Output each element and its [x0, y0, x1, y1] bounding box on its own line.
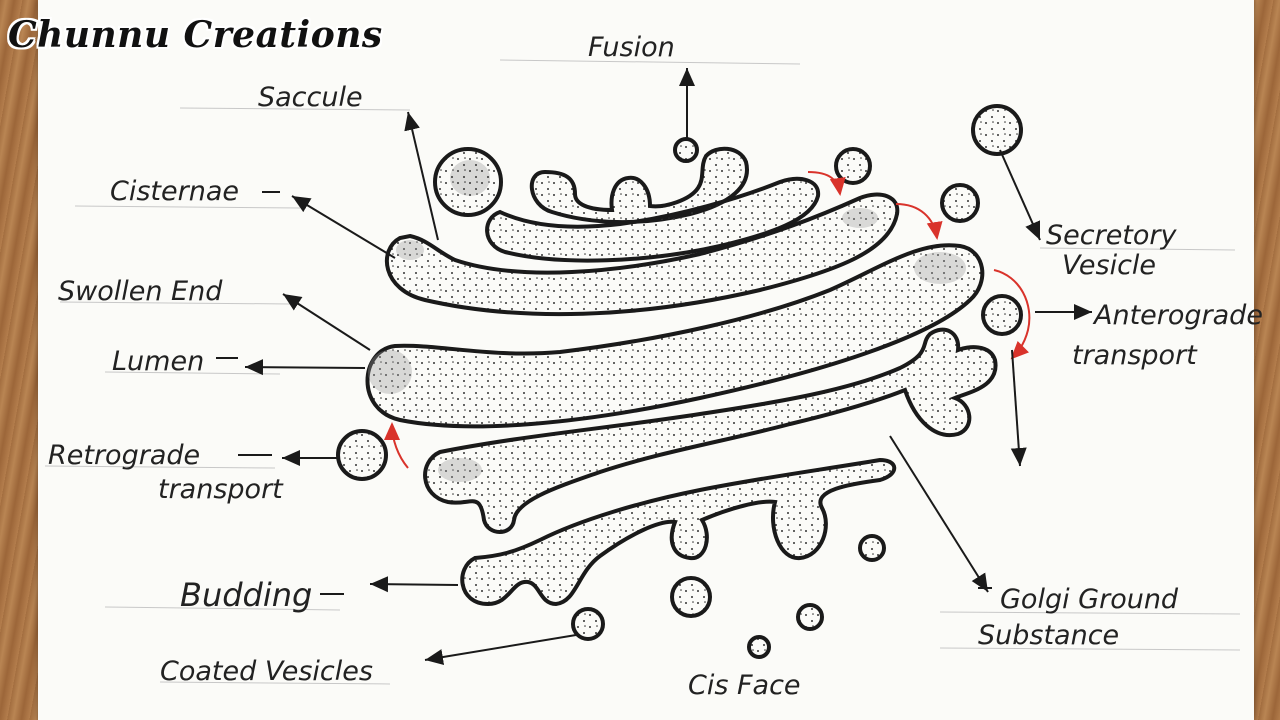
label-substance: Substance	[978, 620, 1119, 651]
label-coated-vesicles: Coated Vesicles	[160, 656, 373, 687]
label-cis-face: Cis Face	[688, 670, 801, 701]
label-fusion: Fusion	[588, 32, 675, 63]
vesicle-large-topleft	[435, 149, 501, 215]
coated-vesicle	[573, 609, 603, 639]
vesicle-top-right-2	[942, 185, 978, 221]
label-retrograde: Retrograde	[48, 440, 200, 471]
label-lumen: Lumen	[112, 346, 204, 377]
label-budding: Budding	[180, 576, 312, 614]
label-retrograde-transport: transport	[158, 474, 284, 505]
secretory-vesicle	[973, 106, 1021, 154]
vesicle-anterograde	[983, 296, 1021, 334]
label-secretory: Secretory	[1046, 220, 1178, 251]
vesicle-top-right-1	[836, 149, 870, 183]
label-golgi-ground: Golgi Ground	[1000, 584, 1179, 615]
watermark: Chunnu Creations	[8, 14, 383, 56]
vesicle-cis-2	[860, 536, 884, 560]
label-swollen-end: Swollen End	[58, 276, 223, 307]
vesicle-cis-3	[798, 605, 822, 629]
label-anterograde: Anterograde	[1092, 300, 1263, 331]
label-cisternae: Cisternae	[110, 176, 239, 207]
vesicle-cis-4	[749, 637, 769, 657]
golgi-cisternae	[368, 149, 996, 604]
vesicle-retrograde	[338, 431, 386, 479]
vesicle-cis-1	[672, 578, 710, 616]
label-saccule: Saccule	[258, 82, 363, 113]
vesicle-fusion	[675, 139, 697, 161]
label-secretory-vesicle: Vesicle	[1062, 250, 1156, 281]
label-anterograde-transport: transport	[1072, 340, 1198, 371]
